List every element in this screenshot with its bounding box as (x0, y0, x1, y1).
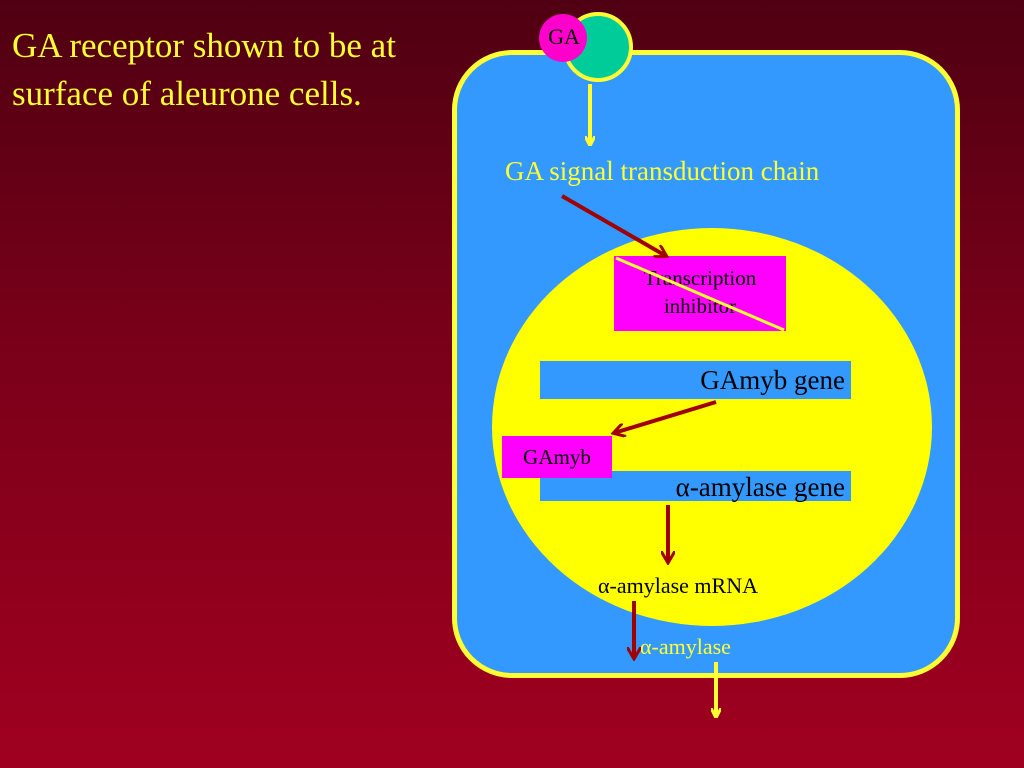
gamyb-expression-arrow (614, 400, 717, 433)
transduction-arrow (561, 194, 666, 256)
amylase-label: α-amylase (640, 634, 731, 659)
inhibitor-line-2: inhibitor (663, 294, 737, 318)
gamyb-gene-bar: GAmyb gene (540, 361, 851, 399)
signal-transduction-label: GA signal transduction chain (505, 156, 820, 186)
ga-molecule (539, 14, 587, 62)
ga-label: GA (548, 24, 580, 49)
inhibitor-strike-line (615, 256, 785, 332)
gamyb-protein-box: GAmyb (502, 436, 612, 478)
amylase-mrna-label: α-amylase mRNA (598, 573, 758, 598)
slide-caption: GA receptor shown to be at surface of al… (12, 26, 396, 113)
